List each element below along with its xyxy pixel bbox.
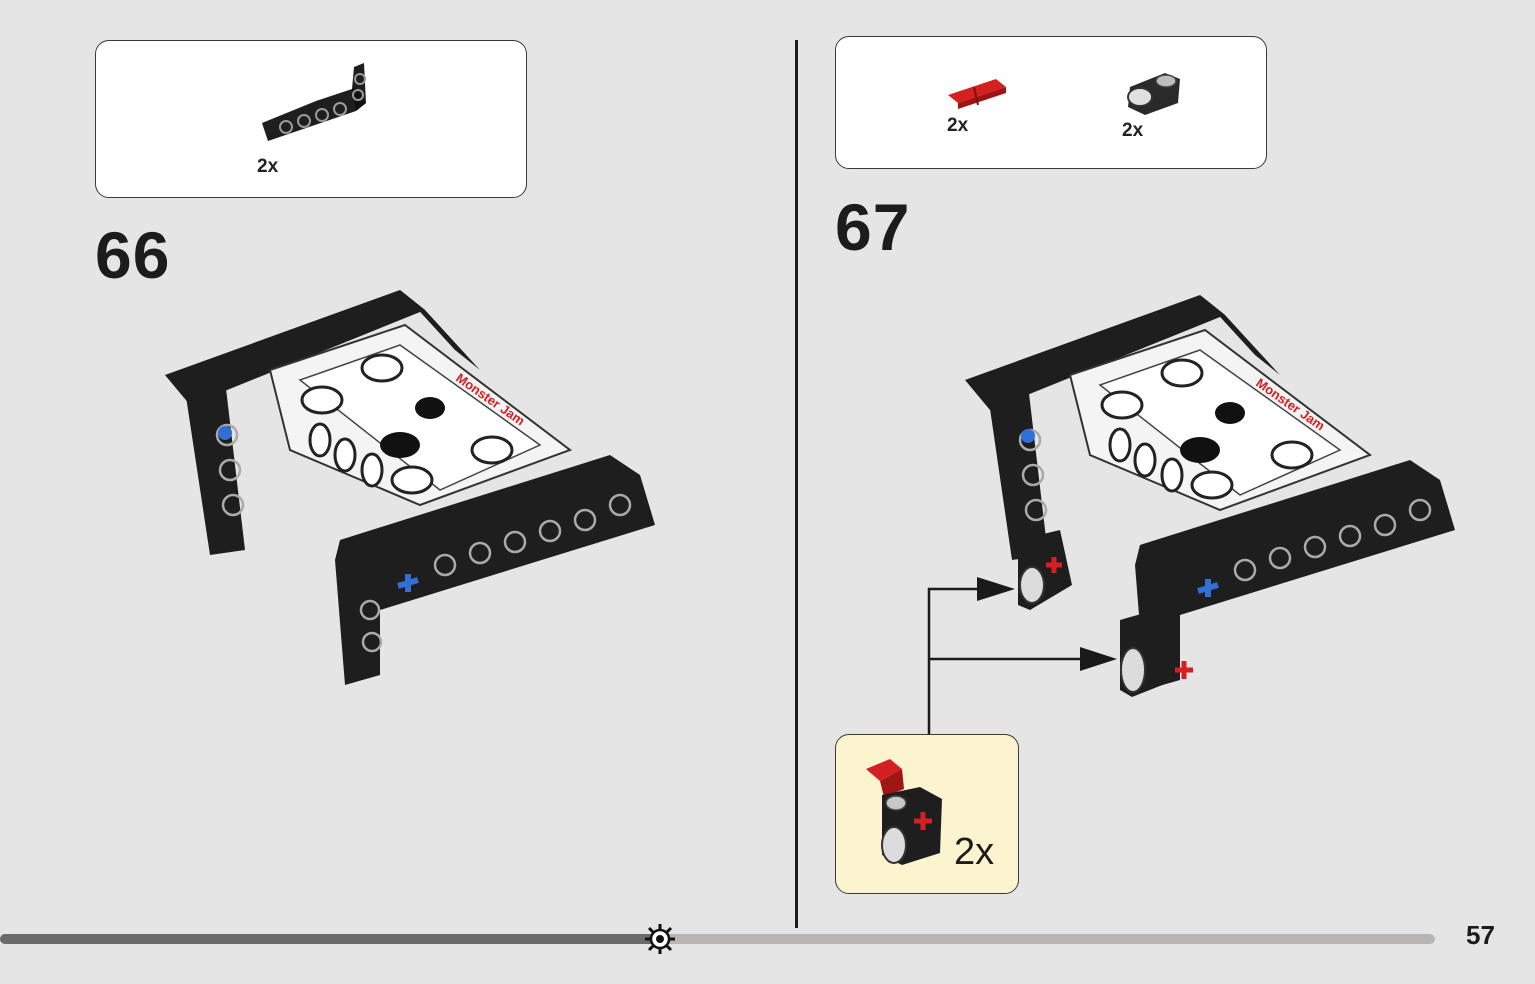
page-divider (795, 40, 798, 928)
red-axle-pin-icon (948, 79, 1006, 109)
callout-arrows (927, 577, 1117, 735)
part-qty-label: 2x (257, 156, 279, 177)
parts-list-box-step-67: 2x 2x (835, 36, 1267, 169)
step-number-66: 66 (95, 218, 171, 292)
gear-icon (645, 924, 676, 954)
pin-connector-assembly-icon (866, 759, 942, 865)
progress-bar (0, 934, 1435, 944)
subassembly-callout-box: 2x (835, 734, 1019, 894)
progress-fill (0, 934, 661, 944)
step-number-67: 67 (835, 190, 911, 264)
part-qty-label: 2x (947, 115, 969, 136)
subassembly-qty-label: 2x (954, 831, 995, 873)
l-beam-liftarm-icon (262, 63, 366, 141)
engine-frame-assembly-step-66: Monster Jam (165, 290, 655, 685)
part-qty-label: 2x (1122, 120, 1144, 141)
axle-connector-icon (1127, 73, 1180, 115)
engine-frame-assembly-step-67: Monster Jam (965, 295, 1455, 697)
parts-list-box-step-66: 2x (95, 40, 527, 198)
page-number: 57 (1466, 920, 1495, 950)
progress-track (0, 934, 1435, 944)
